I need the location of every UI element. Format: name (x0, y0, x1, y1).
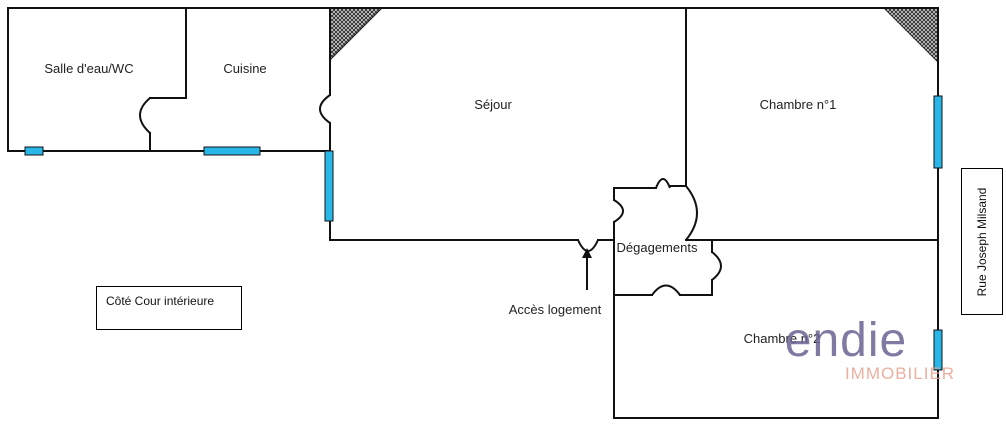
room-label-sejour: Séjour (474, 97, 512, 112)
watermark-subtitle: IMMOBILIER (845, 364, 955, 383)
agency-watermark-logo: endie IMMOBILIER (785, 314, 955, 383)
windows (24, 95, 943, 371)
entrance-arrow-icon (582, 248, 592, 290)
window-cuisine (203, 146, 261, 156)
room-label-salle-eau: Salle d'eau/WC (44, 61, 133, 76)
watermark-brand: endie (785, 314, 907, 367)
street-name-label: Rue Joseph Milsand (975, 187, 989, 296)
window-sejour (324, 150, 334, 222)
courtyard-side-label: Côté Cour intérieure (106, 294, 215, 308)
room-label-degagements: Dégagements (617, 240, 698, 255)
entrance-label: Accès logement (509, 302, 602, 317)
duct-hatch-chambre1 (882, 7, 939, 64)
street-name-note: Rue Joseph Milsand (961, 168, 1003, 315)
duct-hatch-sejour (329, 7, 384, 62)
door-swings (139, 94, 722, 296)
room-label-chambre1: Chambre n°1 (760, 97, 837, 112)
room-label-chambre2: Chambre n°2 (744, 331, 821, 346)
window-chambre1 (933, 95, 943, 169)
courtyard-side-note: Côté Cour intérieure (96, 286, 242, 330)
room-label-cuisine: Cuisine (223, 61, 266, 76)
window-salle-eau (24, 146, 44, 156)
window-chambre2 (933, 329, 943, 371)
walls (7, 7, 939, 419)
